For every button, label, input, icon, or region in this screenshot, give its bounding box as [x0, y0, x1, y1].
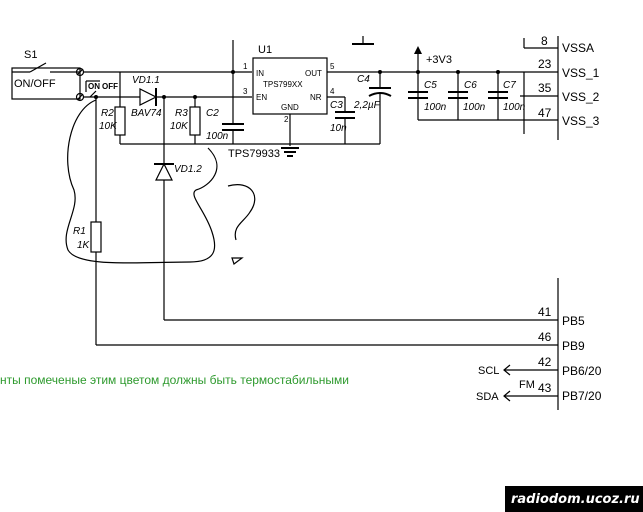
fm-label: FM — [519, 379, 535, 391]
watermark-text: radiodom.ucoz.ru — [511, 492, 640, 507]
pin-net: VSS_3 — [562, 114, 600, 128]
diode-ref: VD1.1 — [132, 75, 160, 86]
switch-s1: S1 ON/OFF ON OFF — [11, 49, 118, 102]
mcu-pin-vss1: 23 VSS_1 — [538, 57, 600, 80]
r2-ref: R2 — [101, 108, 114, 119]
r2-val: 10K — [99, 121, 118, 132]
watermark: radiodom.ucoz.ru — [505, 486, 643, 512]
capacitor-c6: C6 100n — [448, 70, 486, 120]
pin-number: 35 — [538, 81, 552, 95]
pin-number: 41 — [538, 305, 552, 319]
handdrawn-tail — [231, 257, 244, 265]
pin-number: 47 — [538, 106, 552, 120]
mcu-pin-vssa: 8 VSSA — [541, 34, 594, 55]
pin-number: 23 — [538, 57, 552, 71]
switch-on: ON — [88, 82, 100, 91]
c3-ref: C3 — [330, 100, 343, 111]
ground-symbol-top — [352, 36, 374, 45]
r1-ref: R1 — [73, 226, 86, 237]
mcu-pin-pb5: 41 PB5 — [538, 305, 585, 328]
switch-terminal-2 — [75, 92, 85, 102]
switch-off: OFF — [102, 82, 118, 91]
pin-num-1: 1 — [243, 62, 248, 71]
capacitor-c7: C7 100n — [488, 70, 526, 120]
c6-val: 100n — [463, 102, 486, 113]
sda-label: SDA — [476, 391, 499, 403]
c3-val: 10n — [330, 123, 347, 134]
pin-net: PB5 — [562, 314, 585, 328]
pin-number: 8 — [541, 34, 548, 48]
pin-net: PB9 — [562, 339, 585, 353]
c4-val: 2,2µF — [353, 100, 381, 111]
c5-ref: C5 — [424, 80, 437, 91]
mcu-pin-vss2: 35 VSS_2 — [538, 81, 600, 104]
pin-num-3: 3 — [243, 87, 248, 96]
pin-nr: NR — [310, 93, 322, 102]
pin-net: PB6/20 — [562, 364, 602, 378]
pin-num-4: 4 — [330, 87, 335, 96]
pin-net: VSSA — [562, 41, 594, 55]
pin-number: 43 — [538, 381, 552, 395]
supply-label: +3V3 — [426, 54, 452, 66]
diode-type: BAV74 — [131, 108, 162, 119]
regulator-ref: U1 — [258, 44, 272, 56]
diode-vd1-2: VD1.2 — [154, 162, 202, 181]
resistor-r2: R2 10K — [99, 97, 126, 144]
capacitor-c3: C3 10n — [327, 96, 355, 144]
c7-ref: C7 — [503, 80, 516, 91]
regulator-part: TPS79933 — [228, 148, 280, 160]
pin-net: VSS_1 — [562, 66, 600, 80]
regulator-inner: TPS799XX — [263, 80, 303, 89]
c4-ref: C4 — [357, 74, 370, 85]
pin-in: IN — [256, 69, 264, 78]
switch-label: ON/OFF — [14, 78, 56, 90]
r3-ref: R3 — [175, 108, 188, 119]
signal-scl: SCL 42 PB6/20 — [478, 355, 602, 378]
c2-ref: C2 — [206, 108, 219, 119]
mcu-pin-vss3: 47 VSS_3 — [538, 106, 600, 128]
capacitor-c4: C4 2,2µF — [353, 70, 392, 144]
pin-net: VSS_2 — [562, 90, 600, 104]
switch-terminal-1 — [75, 67, 85, 77]
pin-en: EN — [256, 93, 267, 102]
capacitor-c2: C2 100n — [206, 40, 244, 144]
c5-val: 100n — [424, 102, 447, 113]
pin-out: OUT — [305, 69, 322, 78]
pin-num-5: 5 — [330, 62, 335, 71]
diode-vd1-1: VD1.1 BAV74 — [131, 75, 162, 119]
resistor-r3: R3 10K — [170, 95, 201, 144]
ground-symbol — [281, 147, 299, 157]
signal-sda: SDA FM 43 PB7/20 — [476, 379, 602, 403]
pin-num-2: 2 — [284, 115, 289, 124]
r3-val: 10K — [170, 121, 189, 132]
thermostable-note: нты помеченые этим цветом должны быть те… — [0, 373, 349, 387]
supply-3v3: +3V3 — [414, 46, 452, 74]
regulator-u1: U1 TPS799XX IN EN OUT NR GND 1 3 5 4 2 T… — [228, 44, 335, 160]
c7-val: 100n — [503, 102, 526, 113]
c2-val: 100n — [206, 131, 229, 142]
pin-number: 42 — [538, 355, 552, 369]
pin-number: 46 — [538, 330, 552, 344]
resistor-r1: R1 1K — [73, 95, 102, 345]
c6-ref: C6 — [464, 80, 477, 91]
pin-gnd: GND — [281, 103, 299, 112]
scl-label: SCL — [478, 365, 499, 377]
switch-body — [11, 67, 81, 100]
mcu-pin-pb9: 46 PB9 — [538, 330, 585, 353]
diode2-ref: VD1.2 — [174, 164, 202, 175]
r1-val: 1K — [77, 240, 91, 251]
capacitor-c5: C5 100n — [408, 80, 447, 113]
switch-ref: S1 — [24, 49, 37, 61]
handdrawn-mark — [227, 184, 256, 241]
handdrawn-loop — [65, 99, 218, 264]
pin-net: PB7/20 — [562, 389, 602, 403]
